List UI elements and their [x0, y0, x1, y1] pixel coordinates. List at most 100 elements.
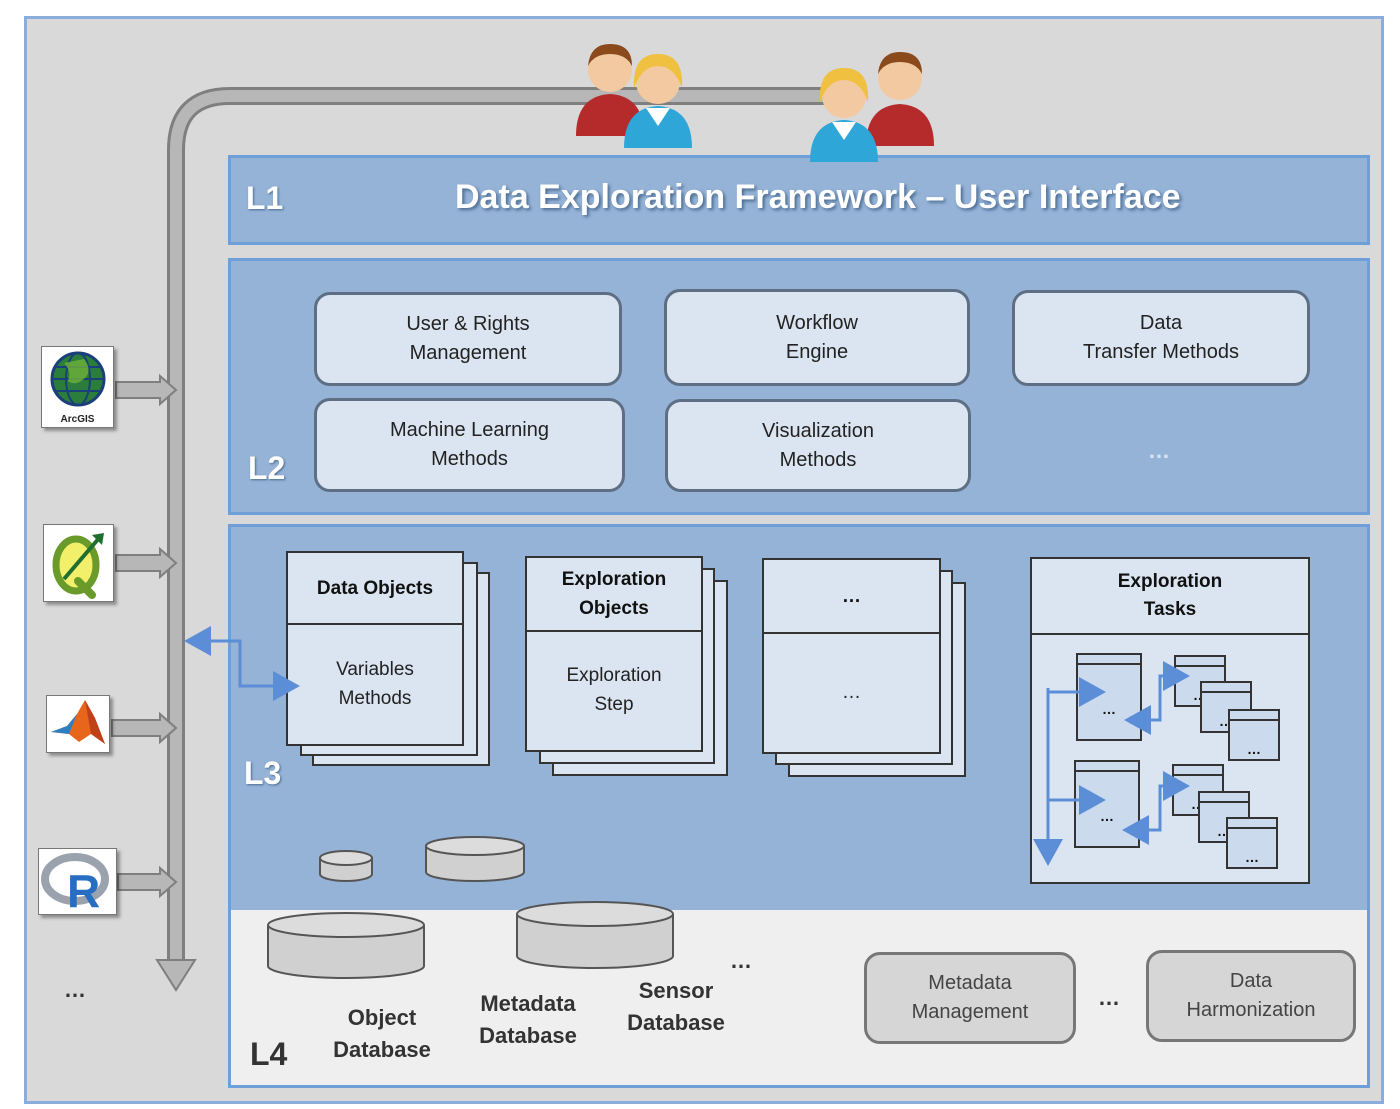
r-tool: R [38, 848, 117, 917]
data-objects-link-arrow [238, 641, 300, 701]
layer-l1 [228, 155, 1370, 245]
metadata-database-label: Metadata Database [470, 988, 586, 1052]
machine-learning-methods-module: Machine Learning Methods [314, 398, 625, 492]
user-icon [866, 52, 934, 146]
exploration-objects-header: Exploration Objects [527, 558, 701, 632]
database-icon [516, 901, 674, 969]
more-databases-ellipsis: … [730, 948, 752, 973]
task-step-header [1200, 801, 1248, 803]
module-line: Management [911, 1001, 1029, 1023]
layer-label-l3: L3 [244, 755, 282, 791]
data-objects-card: Data Objects Variables Methods [286, 551, 464, 746]
visualization-methods-module: Visualization Methods [665, 399, 971, 492]
user-rights-management-module: User & Rights Management [314, 292, 622, 386]
arcgis-tool: ArcGIS [41, 346, 114, 428]
module-line: Data [1229, 970, 1273, 992]
arcgis-name: ArcGIS [60, 414, 95, 425]
task-step-header [1078, 663, 1140, 665]
module-line: Harmonization [1186, 999, 1316, 1021]
other-objects-card: … … [762, 558, 941, 754]
db-label-line: Sensor [638, 978, 714, 1003]
exploration-tasks-title: Exploration [1117, 571, 1223, 592]
database-icon [319, 850, 373, 882]
task-step-header [1174, 774, 1222, 776]
layer-label-l1: L1 [246, 180, 284, 216]
data-harmonization-module: Data Harmonization [1146, 950, 1356, 1042]
database-icon [425, 836, 525, 882]
database-icon [267, 912, 425, 979]
db-label-line: Database [479, 1023, 577, 1048]
tool-connectors [111, 373, 178, 899]
module-line: Engine [785, 340, 849, 363]
bus-arrow-head [155, 959, 197, 992]
db-label-line: Database [333, 1037, 431, 1062]
user-group-left [576, 44, 692, 148]
other-objects-line: … [842, 681, 861, 703]
exploration-tasks-panel: Exploration Tasks … … … … … … … … [1030, 557, 1310, 884]
data-transfer-methods-module: Data Transfer Methods [1012, 290, 1310, 386]
more-storage-modules-ellipsis: … [1098, 985, 1120, 1010]
r-letter: R [67, 865, 100, 914]
db-label-line: Metadata [480, 991, 576, 1016]
layer-label-l4: L4 [250, 1036, 288, 1072]
module-line: Workflow [776, 311, 858, 334]
module-line: Transfer Methods [1083, 341, 1239, 363]
data-objects-line: Methods [338, 687, 412, 709]
task-step-text: … [1245, 849, 1259, 865]
module-line: Machine Learning [390, 419, 549, 441]
qgis-icon [52, 533, 104, 599]
exploration-objects-title: Exploration [561, 569, 667, 590]
data-objects-body: Variables Methods [288, 623, 462, 744]
data-objects-header: Data Objects [288, 553, 462, 625]
workflow-engine-module: Workflow Engine [664, 289, 970, 386]
db-label-line: Object [347, 1005, 417, 1030]
exploration-step-line: Exploration [566, 665, 662, 686]
data-objects-line: Variables [336, 658, 414, 680]
task-step-header [1230, 719, 1278, 721]
other-objects-body: … [764, 632, 939, 752]
more-modules-ellipsis: … [1148, 438, 1170, 463]
layer-label-l2: L2 [248, 450, 286, 486]
tool-integration-bus [167, 87, 828, 966]
task-step-header [1202, 691, 1250, 693]
module-line: Metadata [928, 972, 1012, 994]
module-line: Methods [431, 448, 508, 470]
task-flow-arrows [1033, 661, 1190, 866]
task-step-text: … [1247, 741, 1261, 757]
user-icon [624, 54, 692, 148]
user-icon [810, 68, 878, 162]
task-step-header [1176, 665, 1224, 667]
exploration-objects-card: Exploration Objects Exploration Step [525, 556, 703, 752]
task-step: … [1228, 709, 1280, 761]
arcgis-globe-icon [50, 351, 106, 407]
exploration-objects-title: Objects [579, 598, 649, 619]
task-step-header [1076, 770, 1138, 772]
ui-layer-title: Data Exploration Framework – User Interf… [455, 178, 1181, 216]
exploration-step-line: Step [594, 694, 634, 715]
other-objects-header: … [764, 560, 939, 634]
metadata-management-module: Metadata Management [864, 952, 1076, 1044]
qgis-tool [43, 524, 114, 602]
task-step: … [1226, 817, 1278, 869]
bus-link-arrow [184, 626, 242, 686]
exploration-objects-body: Exploration Step [527, 630, 701, 750]
more-tools-ellipsis: … [64, 977, 86, 1002]
user-icon [576, 44, 644, 136]
sensor-database-label: Sensor Database [620, 975, 732, 1039]
module-line: Visualization [762, 419, 874, 442]
exploration-tasks-header: Exploration Tasks [1032, 559, 1308, 635]
module-line: Data [1139, 312, 1183, 334]
matlab-icon [51, 700, 105, 744]
r-logo-icon: R [41, 853, 109, 917]
user-group-right [810, 52, 934, 162]
task-step-header [1228, 827, 1276, 829]
other-objects-title: … [842, 585, 861, 607]
exploration-tasks-title: Tasks [1143, 599, 1197, 620]
object-database-label: Object Database [328, 1002, 436, 1066]
matlab-tool [46, 695, 110, 753]
module-line: User & Rights [406, 313, 530, 335]
module-line: Methods [779, 448, 857, 471]
data-objects-title: Data Objects [316, 577, 434, 599]
